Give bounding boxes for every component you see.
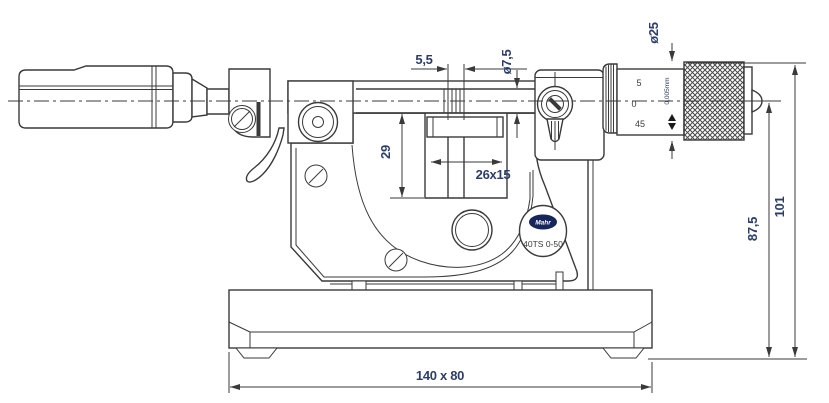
dim-anvil-width: 5,5	[411, 52, 527, 120]
lock-screw-slot	[548, 97, 562, 111]
dim-label-table-size: 26x15	[476, 167, 511, 182]
mahr-logo-oval	[529, 214, 557, 230]
base-foot	[234, 347, 279, 359]
dim-label-anvil-width: 5,5	[415, 52, 432, 67]
thimble-scale-45: 45	[635, 119, 645, 129]
dim-base-size: 140 x 80	[228, 352, 653, 393]
lock-lever	[536, 85, 574, 143]
micrometer-head: 5 0 45 0,005mm	[602, 61, 763, 141]
clamp-pin	[256, 102, 261, 136]
dim-thimble-diameter: ø25	[646, 22, 675, 159]
micrometer-mount	[534, 69, 605, 161]
dim-label-table-depth: 29	[378, 145, 393, 159]
dim-label-thimble-diameter: ø25	[646, 22, 661, 44]
resolution-label: 0,005mm	[664, 77, 671, 104]
tailstock-barrel	[18, 65, 230, 129]
dim-label-base-size: 140 x 80	[416, 368, 464, 383]
barrel-end-cap	[172, 72, 193, 123]
frame-foot-tab	[513, 280, 523, 291]
base-foot	[601, 347, 646, 359]
thimble-scale-0: 0	[631, 99, 636, 109]
dim-overall-height: 101	[688, 62, 806, 357]
frame-foot-tab	[555, 271, 564, 291]
measuring-table	[426, 116, 504, 198]
thimble-scale-5: 5	[636, 78, 641, 88]
sleeve-cone	[602, 63, 618, 134]
frame-screw	[384, 248, 408, 272]
frame-screw	[304, 164, 328, 188]
dim-table-depth: 29	[378, 114, 424, 199]
frame-foot-tab	[351, 280, 367, 291]
ratchet-symbol-icon	[668, 114, 676, 130]
brand-name: Mahr	[535, 220, 551, 227]
dim-table-size: 26x15	[431, 159, 511, 182]
dimension-annotations: 5,5 ø7,5 ø25 29 26x15	[228, 22, 807, 393]
brand-badge: Mahr 40TS 0-50	[518, 204, 568, 258]
dim-center-height: 87,5	[742, 100, 781, 357]
guide-knob	[297, 101, 339, 143]
dim-label-overall-height: 101	[772, 197, 787, 218]
retraction-lever	[245, 127, 285, 183]
dim-label-spindle-diameter: ø7,5	[499, 50, 514, 75]
frame-bore-hole	[451, 209, 493, 251]
dim-spindle-diameter: ø7,5	[499, 50, 520, 138]
base-plate	[228, 289, 653, 359]
barrel-cone	[191, 77, 208, 118]
clamp-block	[228, 68, 271, 138]
frame-plate	[290, 112, 594, 291]
thimble: 5 0 45 0,005mm	[616, 68, 685, 136]
model-number: 40TS 0-50	[523, 239, 563, 249]
dim-label-center-height: 87,5	[745, 217, 760, 241]
